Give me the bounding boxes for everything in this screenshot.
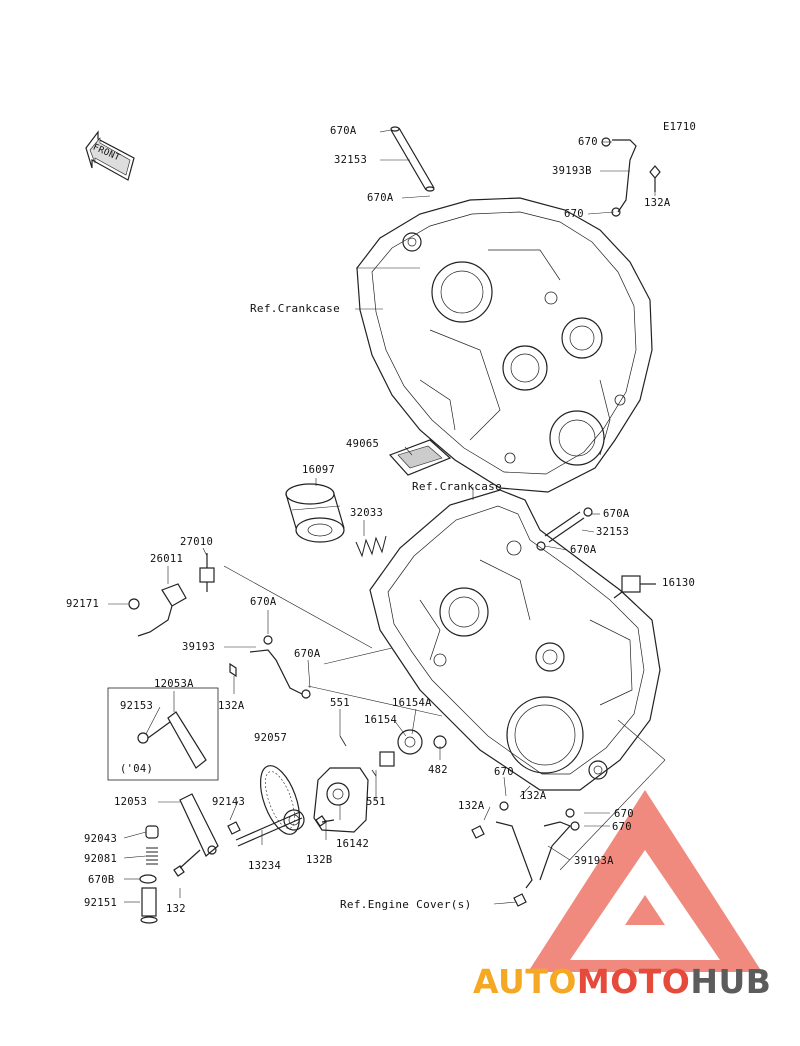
part-label: 132B xyxy=(306,854,333,866)
tube-right-drawing xyxy=(536,507,593,551)
part-label: 670A xyxy=(294,648,321,660)
part-label: 551 xyxy=(330,697,350,709)
part-label: 92151 xyxy=(84,897,118,909)
part-label: 39193A xyxy=(574,855,614,867)
part-label: 132A xyxy=(644,197,671,209)
ref-engine-cover: Ref.Engine Cover(s) xyxy=(340,898,472,911)
part-label: 16097 xyxy=(302,464,336,476)
ref-crankcase-lower: Ref.Crankcase xyxy=(412,480,502,493)
part-label: 670A xyxy=(330,125,357,137)
part-label: 39193 xyxy=(182,641,216,653)
small-parts-left xyxy=(139,825,201,924)
part-label: 92143 xyxy=(212,796,246,808)
part-label: 32153 xyxy=(596,526,630,538)
part-label: 26011 xyxy=(150,553,184,565)
watermark-part-auto: AUTO xyxy=(473,962,577,1001)
part-label: 670A xyxy=(603,508,630,520)
bolt-132b-drawing xyxy=(227,815,335,835)
part-label: 670A xyxy=(250,596,277,608)
leader-lines xyxy=(108,129,666,905)
part-label: 132A xyxy=(458,800,485,812)
part-label: 132A xyxy=(218,700,245,712)
part-label: 551 xyxy=(366,796,386,808)
part-label: 13234 xyxy=(248,860,282,872)
part-label: 670 xyxy=(494,766,514,778)
part-label: 132 xyxy=(166,903,186,915)
pipe-39193a-drawing xyxy=(471,801,580,907)
watermark-text: AUTOMOTOHUB xyxy=(473,962,771,1001)
oil-filter-drawing xyxy=(285,483,345,543)
oil-pump-drawing xyxy=(313,729,447,833)
part-label: 27010 xyxy=(180,536,214,548)
sensor-16130-drawing xyxy=(613,575,656,599)
part-label: 92043 xyxy=(84,833,118,845)
part-label: 670B xyxy=(88,874,115,886)
tensioner-12053-drawing xyxy=(179,793,219,857)
part-label: 16142 xyxy=(336,838,370,850)
part-label: 32153 xyxy=(334,154,368,166)
inset-box-04 xyxy=(107,687,219,781)
part-label: 670 xyxy=(578,136,598,148)
part-label: 670A xyxy=(367,192,394,204)
watermark-logo-icon xyxy=(528,790,762,972)
part-label: 16130 xyxy=(662,577,696,589)
gasket-drawing xyxy=(388,439,452,476)
part-label: 92081 xyxy=(84,853,118,865)
part-label: 92153 xyxy=(120,700,154,712)
part-label: 32033 xyxy=(350,507,384,519)
watermark-part-moto: MOTO xyxy=(576,962,691,1001)
part-label: 16154A xyxy=(392,697,432,709)
ref-crankcase-upper: Ref.Crankcase xyxy=(250,302,340,315)
lower-crankcase-drawing xyxy=(369,489,661,791)
cap-26011-drawing xyxy=(128,583,187,637)
part-label: 92057 xyxy=(254,732,288,744)
diagram-code: E1710 xyxy=(663,121,697,133)
front-arrow-icon xyxy=(85,130,135,181)
part-label: 670 xyxy=(564,208,584,220)
part-label: 39193B xyxy=(552,165,592,177)
part-label: 482 xyxy=(428,764,448,776)
tube-top-drawing xyxy=(390,126,435,192)
part-label: 132A xyxy=(520,790,547,802)
part-label: 16154 xyxy=(364,714,398,726)
part-label: 670 xyxy=(614,808,634,820)
part-label: 670A xyxy=(570,544,597,556)
upper-crankcase-drawing xyxy=(356,197,653,493)
switch-27010-drawing xyxy=(199,553,215,592)
watermark-part-hub: HUB xyxy=(690,962,772,1001)
pipe-39193-drawing xyxy=(229,635,311,699)
part-label: 49065 xyxy=(346,438,380,450)
part-label: 12053A xyxy=(154,678,194,690)
part-label: ('04) xyxy=(120,763,154,775)
part-label: 670 xyxy=(612,821,632,833)
chain-92057-drawing xyxy=(259,765,301,835)
spring-drawing xyxy=(355,535,387,558)
part-label: 12053 xyxy=(114,796,148,808)
shaft-13234-drawing xyxy=(235,809,305,847)
part-label: 92171 xyxy=(66,598,100,610)
